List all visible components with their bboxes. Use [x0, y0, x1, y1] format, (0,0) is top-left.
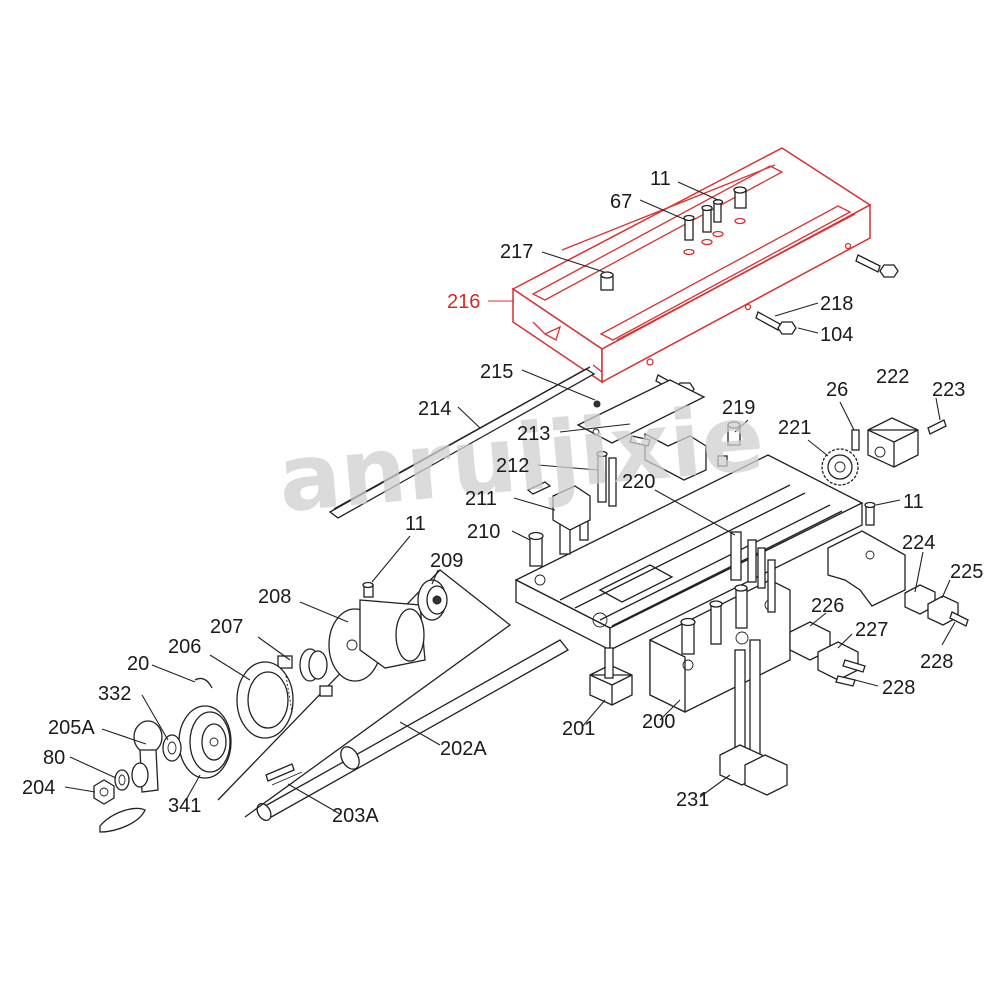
leader-lines [64, 181, 956, 815]
label-207: 207 [210, 616, 243, 638]
gear-221 [821, 429, 860, 486]
label-215: 215 [480, 361, 513, 383]
label-227: 227 [855, 619, 888, 641]
key-203A [265, 763, 303, 786]
label-212: 212 [496, 455, 529, 477]
label-220: 220 [622, 471, 655, 493]
label-209: 209 [430, 550, 463, 572]
label-341: 341 [168, 795, 201, 817]
table-screws [600, 186, 747, 291]
plate-213 [576, 379, 706, 444]
label-202A: 202A [440, 738, 487, 760]
label-26: 26 [826, 379, 848, 401]
label-206: 206 [168, 636, 201, 658]
label-228-right: 228 [920, 651, 953, 673]
label-11-left: 11 [405, 513, 426, 535]
right-brackets [789, 584, 969, 687]
bracket-211 [526, 421, 741, 531]
label-225: 225 [950, 561, 983, 583]
label-11-top: 11 [650, 168, 671, 190]
bearing-209 [417, 579, 448, 621]
label-222: 222 [876, 366, 909, 388]
label-214: 214 [418, 398, 451, 420]
saddle-screws [528, 450, 876, 655]
block-222 [867, 417, 947, 468]
label-226: 226 [811, 595, 844, 617]
label-208: 208 [258, 586, 291, 608]
spring-20 [194, 677, 213, 689]
saddle-200[interactable] [514, 454, 906, 714]
label-221: 221 [778, 417, 811, 439]
collar-207 [277, 648, 333, 697]
label-231: 231 [676, 789, 709, 811]
label-20: 20 [127, 653, 149, 675]
bracket-208 [328, 581, 426, 682]
gib-strip-214[interactable] [328, 366, 596, 519]
label-11-right: 11 [903, 491, 924, 513]
label-203A: 203A [332, 805, 379, 827]
label-211: 211 [465, 488, 497, 510]
label-80: 80 [43, 747, 65, 769]
label-332: 332 [98, 683, 131, 705]
handle-205A [99, 720, 163, 833]
part-labels: 11 67 217 216 218 104 215 214 213 212 21… [22, 168, 983, 827]
label-205A: 205A [48, 717, 95, 739]
label-218: 218 [820, 293, 853, 315]
work-table-216[interactable] [511, 147, 872, 384]
label-228-lower: 228 [882, 677, 915, 699]
label-210: 210 [467, 521, 500, 543]
nut-204 [93, 779, 115, 805]
label-216[interactable]: 216 [447, 291, 480, 313]
handwheel-341 [178, 705, 232, 779]
label-217: 217 [500, 241, 533, 263]
dial-206 [236, 661, 294, 739]
label-200: 200 [642, 711, 675, 733]
label-201: 201 [562, 718, 595, 740]
label-104: 104 [820, 324, 853, 346]
label-204: 204 [22, 777, 55, 799]
washer-332 [162, 734, 182, 762]
label-213: 213 [517, 423, 550, 445]
washer-80 [114, 769, 130, 791]
label-67: 67 [610, 191, 632, 213]
feet [589, 639, 788, 796]
label-223: 223 [932, 379, 965, 401]
label-219: 219 [722, 397, 755, 419]
label-224: 224 [902, 532, 935, 554]
